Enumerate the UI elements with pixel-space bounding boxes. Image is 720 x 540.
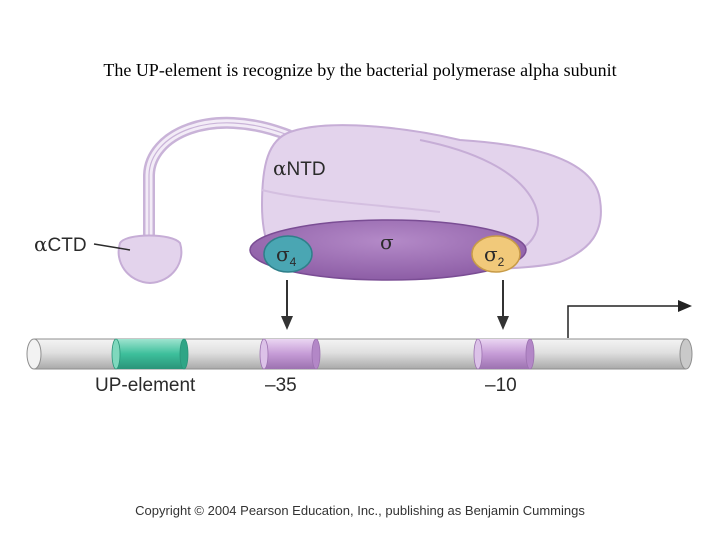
alpha-ntd-label: αNTD — [273, 156, 326, 180]
alpha-ctd-label: αCTD — [34, 232, 87, 256]
sigma4-label: σ4 — [276, 242, 297, 269]
recognition-arrow-35 — [281, 280, 293, 330]
polymerase-clamp-edge — [261, 189, 441, 213]
alpha-ctd-domain — [117, 234, 183, 285]
minus10-element — [473, 338, 535, 370]
transcription-start-arrow — [567, 300, 692, 338]
minus35-label: –35 — [265, 375, 297, 396]
up-element-label: UP-element — [95, 375, 196, 396]
alpha-linker — [143, 116, 294, 241]
slide-title: The UP-element is recognize by the bacte… — [103, 60, 617, 80]
minus35-element — [259, 338, 321, 370]
minus10-label: –10 — [485, 375, 517, 396]
up-element-region — [111, 338, 189, 370]
copyright-notice: Copyright © 2004 Pearson Education, Inc.… — [135, 503, 585, 518]
alpha-ctd-leader — [93, 243, 131, 251]
sigma-factor — [249, 219, 527, 281]
sigma2-domain — [471, 235, 521, 273]
recognition-arrow-10 — [497, 280, 509, 330]
sigma-label: σ — [380, 230, 394, 254]
sigma4-domain — [263, 235, 313, 273]
sigma2-label: σ2 — [484, 242, 505, 269]
